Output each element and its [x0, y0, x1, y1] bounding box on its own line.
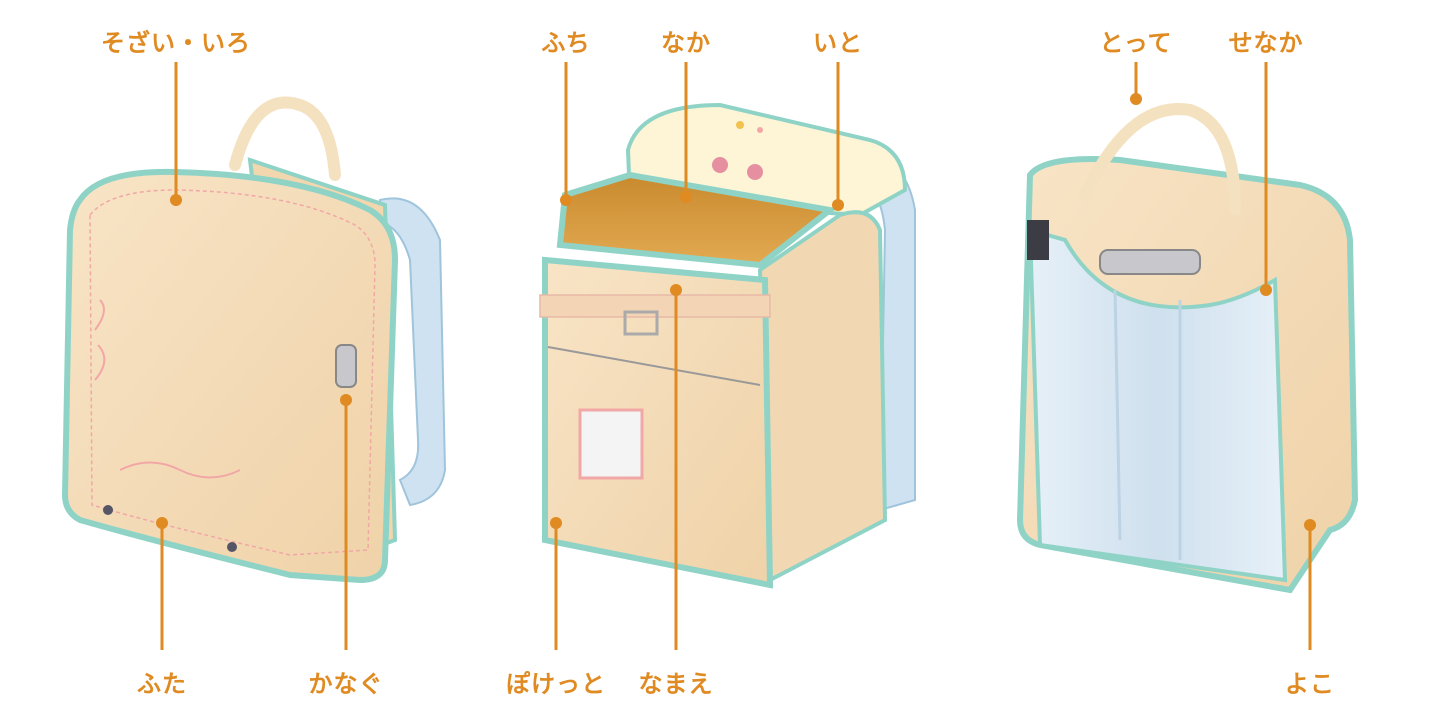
name-window [578, 408, 644, 480]
label-side: よこ [1285, 670, 1335, 698]
label-back: せなか [1228, 29, 1304, 57]
label-flap: ふた [137, 670, 187, 698]
bag-front-view [61, 96, 447, 584]
label-handle: とって [1099, 29, 1173, 57]
interior-lining [556, 171, 838, 269]
label-name-tag: なまえ [638, 670, 714, 698]
flap-panel [61, 168, 399, 584]
leader-lines [156, 62, 1316, 650]
label-inside: なか [661, 29, 711, 57]
label-material-color: そざい・いろ [101, 29, 251, 57]
bag-back-view [1016, 103, 1359, 594]
handle-loop [229, 96, 341, 181]
label-rim: ふち [541, 29, 591, 57]
label-clasp: かなぐ [308, 670, 384, 698]
label-thread: いと [813, 29, 863, 57]
clasp-hardware [335, 344, 357, 388]
label-pocket: ぽけっと [506, 670, 606, 698]
bag-open-view [539, 102, 916, 589]
shoulder-strap [376, 197, 447, 507]
